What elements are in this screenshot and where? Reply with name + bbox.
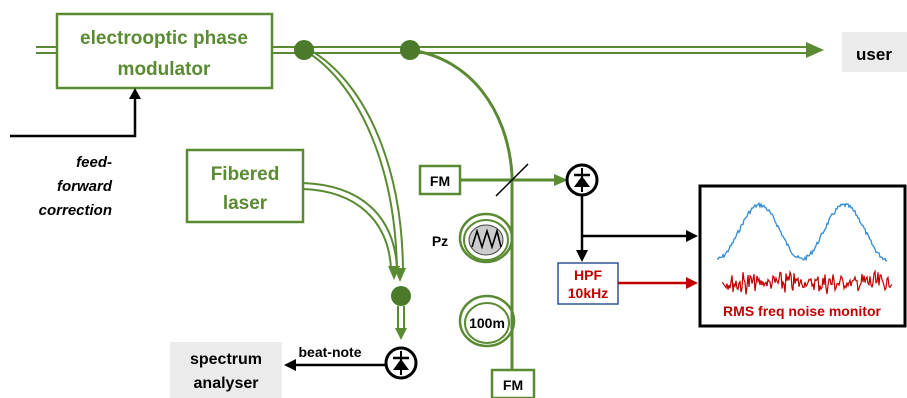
fm-top-label: FM xyxy=(430,173,450,189)
user-arrow-head xyxy=(806,42,824,58)
hpf-to-monitor-arrow-head xyxy=(686,277,698,289)
laser-fiber xyxy=(302,182,398,269)
spectrum-label-line1: spectrum xyxy=(190,351,262,368)
feedforward-label-line2: forward xyxy=(57,178,113,195)
hpf-box: HPF 10kHz xyxy=(557,262,619,305)
beat-photodiode-icon xyxy=(384,346,418,380)
beat-coupler-node xyxy=(391,286,411,306)
piezo-stretcher-icon xyxy=(458,212,514,264)
pz-label: Pz xyxy=(432,233,448,249)
fm-top-arrow-head xyxy=(554,174,568,186)
laser-arrow-head xyxy=(388,266,400,280)
tap-fiber-to-beat xyxy=(303,49,404,271)
feedforward-label-line1: feed- xyxy=(76,154,112,171)
pd-to-monitor-arrow-head xyxy=(686,230,698,242)
fm-bottom-label: FM xyxy=(503,377,523,393)
monitor-noise-trace xyxy=(721,269,893,295)
laser-label-line2: laser xyxy=(223,193,268,214)
phase-modulator-box: electrooptic phase modulator xyxy=(55,12,274,90)
beat-fiber xyxy=(397,306,405,330)
main-output-fiber xyxy=(272,46,808,54)
beat-note-arrow-head xyxy=(284,359,296,371)
input-fiber xyxy=(36,46,57,54)
feedforward-signal-line xyxy=(10,98,137,138)
monitor-label: RMS freq noise monitor xyxy=(723,303,881,319)
beat-fiber-arrow-head xyxy=(395,328,407,340)
feedforward-label-line3: correction xyxy=(39,202,112,219)
feedforward-arrow-head xyxy=(129,88,141,99)
interferometer-fiber xyxy=(409,48,514,372)
rms-monitor-box: RMS freq noise monitor xyxy=(698,184,907,328)
user-label: user xyxy=(856,45,892,64)
beat-note-label: beat-note xyxy=(299,344,362,360)
faraday-mirror-bottom: FM xyxy=(490,368,536,398)
hpf-label-line1: HPF xyxy=(574,267,602,283)
beam-splitter-icon xyxy=(495,163,529,197)
user-box: user xyxy=(842,32,907,72)
monitor-sine-trace xyxy=(716,201,888,262)
laser-label-line1: Fibered xyxy=(211,164,280,185)
interferometer-photodiode-icon xyxy=(565,163,599,197)
delay-label: 100m xyxy=(469,315,505,331)
pd-to-hpf-arrow-head xyxy=(576,250,588,262)
modulator-label-line1: electrooptic phase xyxy=(80,28,248,49)
fibered-laser-box: Fibered laser xyxy=(185,148,305,224)
hpf-label-line2: 10kHz xyxy=(568,285,608,301)
spectrum-label-line2: analyser xyxy=(194,375,259,392)
coupler-node-1 xyxy=(294,40,314,60)
delay-coil-icon xyxy=(458,294,516,348)
coupler-node-2 xyxy=(400,40,420,60)
faraday-mirror-top: FM xyxy=(418,164,462,196)
modulator-label-line2: modulator xyxy=(118,59,211,80)
spectrum-analyser-box: spectrum analyser xyxy=(170,342,282,398)
